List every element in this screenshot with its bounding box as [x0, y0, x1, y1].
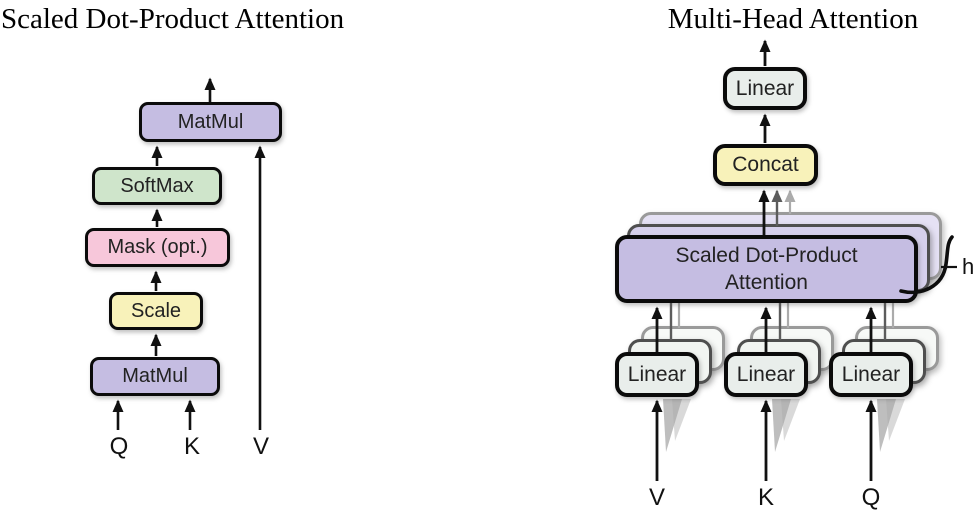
concat-box: Concat [713, 144, 818, 186]
scale-box: Scale [109, 292, 203, 330]
softmax-label: SoftMax [120, 174, 194, 197]
q-input-label: Q [109, 433, 129, 460]
matmul-bottom-label: MatMul [122, 365, 188, 387]
linear-output-box: Linear [723, 67, 807, 110]
flare-shadow-q-light [886, 399, 905, 441]
mask-box: Mask (opt.) [85, 228, 230, 267]
scale-label: Scale [130, 299, 182, 322]
concat-label: Concat [732, 153, 799, 176]
linear-v-box: Linear [615, 352, 699, 397]
flare-shadow-v-light [672, 399, 691, 441]
scaled-dot-product-attention-label: Scaled Dot-Product Attention [675, 244, 858, 294]
scaled-dot-product-attention-box: Scaled Dot-Product Attention [615, 235, 918, 303]
matmul-bottom-box: MatMul [90, 357, 220, 396]
linear-k-label: Linear [736, 362, 796, 386]
linear-v-label: Linear [627, 362, 687, 386]
flare-shadow-k [772, 399, 791, 452]
flare-shadow-q [877, 399, 896, 452]
left-diagram-title: Scaled Dot-Product Attention [1, 3, 345, 35]
linear-output-label: Linear [735, 76, 795, 100]
v-input-label-right: V [648, 484, 666, 511]
flare-shadow-k-light [781, 399, 800, 441]
right-diagram-title: Multi-Head Attention [667, 3, 919, 35]
linear-q-box: Linear [829, 352, 913, 397]
linear-k-box: Linear [724, 352, 808, 397]
q-input-label-right: Q [861, 484, 881, 511]
linear-q-label: Linear [841, 362, 901, 386]
softmax-box: SoftMax [92, 167, 222, 205]
mask-label: Mask (opt.) [107, 236, 208, 258]
head-count-label: h [962, 254, 975, 279]
k-input-label-right: K [757, 484, 775, 511]
matmul-top-label: MatMul [177, 110, 244, 133]
flare-shadow-v [663, 399, 682, 452]
v-input-label: V [252, 433, 270, 460]
matmul-top-box: MatMul [139, 102, 282, 142]
k-input-label: K [183, 433, 201, 460]
